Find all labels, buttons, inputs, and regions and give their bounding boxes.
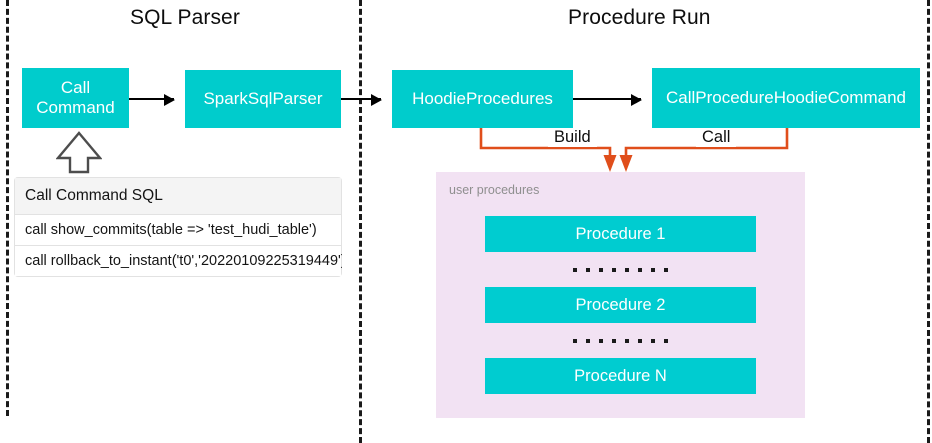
divider-right-dashed <box>927 0 930 443</box>
divider-middle-dashed <box>359 0 362 443</box>
call-command-sql-table: Call Command SQL call show_commits(table… <box>14 177 342 277</box>
ellipsis-dots <box>485 323 756 358</box>
arrow-hoodie-procedures-to-command-icon <box>573 94 642 106</box>
node-call-command[interactable]: Call Command <box>22 68 129 128</box>
user-procedures-label: user procedures <box>449 183 540 197</box>
divider-left-dashed <box>6 0 9 416</box>
node-call-procedure-hoodie-command[interactable]: CallProcedureHoodieCommand <box>652 68 920 128</box>
procedure-item[interactable]: Procedure 2 <box>485 287 756 323</box>
sql-table-row: call rollback_to_instant('t0','202201092… <box>14 246 342 277</box>
edge-label-build: Build <box>548 128 597 147</box>
sql-table-header: Call Command SQL <box>14 177 342 215</box>
arrow-call-command-to-parser-icon <box>129 94 175 106</box>
procedure-item[interactable]: Procedure 1 <box>485 216 756 252</box>
node-spark-sql-parser[interactable]: SparkSqlParser <box>185 70 341 128</box>
node-hoodie-procedures[interactable]: HoodieProcedures <box>392 70 573 128</box>
up-arrow-icon <box>56 131 102 174</box>
arrow-parser-to-hoodie-procedures-icon <box>341 94 382 106</box>
section-title-procedure-run: Procedure Run <box>568 6 711 29</box>
edge-label-call: Call <box>696 128 737 147</box>
procedure-item[interactable]: Procedure N <box>485 358 756 394</box>
section-title-sql-parser: SQL Parser <box>130 6 240 29</box>
ellipsis-dots <box>485 252 756 287</box>
sql-table-row: call show_commits(table => 'test_hudi_ta… <box>14 215 342 246</box>
user-procedures-panel: user procedures Procedure 1 Procedure 2 … <box>436 172 805 418</box>
